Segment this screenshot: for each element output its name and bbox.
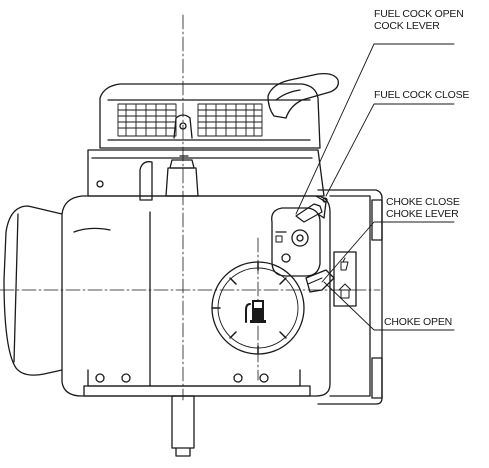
label-cock-lever: COCK LEVER (374, 20, 440, 32)
carburetor-assembly (271, 195, 335, 293)
side-casing (317, 189, 383, 405)
starter-grip (267, 72, 339, 119)
choke-symbol-icon (340, 257, 349, 271)
label-fuel-cock-close: FUEL COCK CLOSE (374, 89, 470, 101)
crankshaft (171, 395, 195, 457)
fuel-gauge-dial (211, 261, 305, 355)
leader-lines (295, 43, 455, 331)
engine-base (83, 369, 311, 397)
fuel-pump-icon (245, 300, 266, 323)
fuel-tank (61, 195, 331, 397)
label-choke-lever: CHOKE LEVER (386, 208, 459, 220)
label-choke-open: CHOKE OPEN (384, 316, 453, 328)
engine-body (87, 149, 325, 201)
choke-indicator (333, 251, 357, 307)
recoil-starter-housing (99, 83, 321, 149)
air-cleaner (3, 205, 63, 376)
center-lines (0, 14, 381, 401)
label-choke-close: CHOKE CLOSE (386, 196, 460, 208)
label-fuel-cock-open: FUEL COCK OPEN (374, 8, 464, 20)
